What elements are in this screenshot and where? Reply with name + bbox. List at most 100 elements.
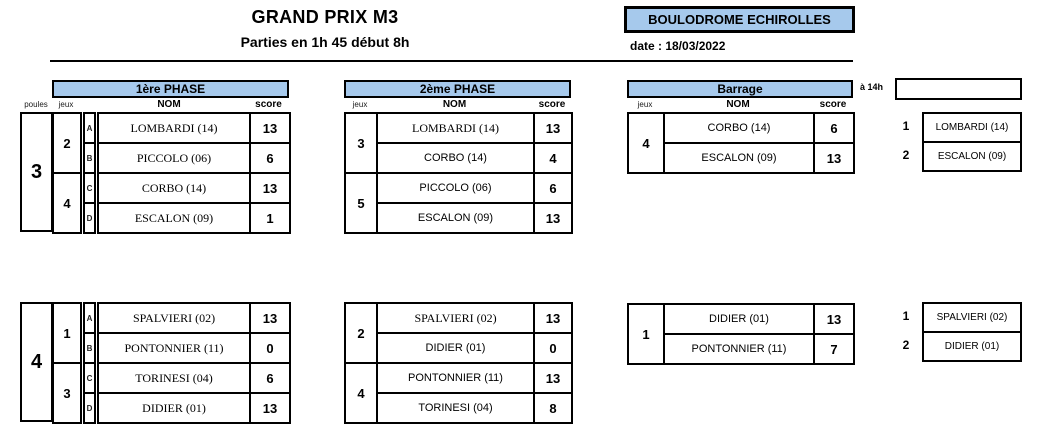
- player-name-cell[interactable]: DIDIER (01): [97, 392, 251, 424]
- score-cell[interactable]: 6: [533, 172, 573, 204]
- player-name-cell[interactable]: DIDIER (01): [663, 303, 815, 335]
- score-cell[interactable]: 6: [249, 142, 291, 174]
- col-label-jeux-barrage: jeux: [637, 100, 653, 109]
- player-letter: B: [83, 332, 96, 364]
- player-name-cell[interactable]: TORINESI (04): [97, 362, 251, 394]
- rank-number: 1: [902, 309, 910, 323]
- poule-number-cell[interactable]: 4: [20, 302, 53, 422]
- divider-line: [50, 60, 853, 62]
- spacer: [81, 303, 84, 423]
- player-letter: C: [83, 362, 96, 394]
- phase1-pool4-table: 1 A SPALVIERI (02) 13 B PONTONNIER (11) …: [52, 302, 291, 424]
- player-name-cell[interactable]: CORBO (14): [663, 112, 815, 144]
- player-name-cell[interactable]: PONTONNIER (11): [663, 333, 815, 365]
- ranking-top-table: LOMBARDI (14) ESCALON (09): [922, 112, 1022, 172]
- barrage-header: Barrage: [627, 80, 853, 98]
- ranking-bottom-table: SPALVIERI (02) DIDIER (01): [922, 302, 1022, 362]
- col-label-jeux-p1: jeux: [58, 100, 74, 109]
- spacer: [95, 113, 98, 233]
- player-name-cell[interactable]: SPALVIERI (02): [97, 302, 251, 334]
- score-cell[interactable]: 8: [533, 392, 573, 424]
- time-label: à 14h: [860, 82, 884, 92]
- col-label-poules: poules: [24, 100, 48, 109]
- score-cell[interactable]: 4: [533, 142, 573, 174]
- phase2-header: 2ème PHASE: [344, 80, 571, 98]
- player-name-cell[interactable]: ESCALON (09): [97, 202, 251, 234]
- score-cell[interactable]: 0: [249, 332, 291, 364]
- player-name-cell[interactable]: CORBO (14): [97, 172, 251, 204]
- game-number-cell[interactable]: 1: [52, 302, 82, 364]
- player-letter: A: [83, 302, 96, 334]
- col-label-score-barrage: score: [819, 99, 847, 110]
- player-name-cell[interactable]: ESCALON (09): [663, 142, 815, 174]
- player-name-cell[interactable]: DIDIER (01): [376, 332, 535, 364]
- spacer: [95, 303, 98, 423]
- player-letter: D: [83, 392, 96, 424]
- score-cell[interactable]: 13: [249, 112, 291, 144]
- score-cell[interactable]: 13: [533, 302, 573, 334]
- ranked-player-cell[interactable]: LOMBARDI (14): [922, 112, 1022, 143]
- player-name-cell[interactable]: PONTONNIER (11): [97, 332, 251, 364]
- score-cell[interactable]: 13: [533, 112, 573, 144]
- venue-box: BOULODROME ECHIROLLES: [624, 6, 855, 33]
- phase1-pool3-table: 2 A LOMBARDI (14) 13 B PICCOLO (06) 6 4 …: [52, 112, 291, 234]
- player-letter: B: [83, 142, 96, 174]
- score-cell[interactable]: 1: [249, 202, 291, 234]
- time-input-box[interactable]: [895, 78, 1022, 100]
- score-cell[interactable]: 6: [813, 112, 855, 144]
- score-cell[interactable]: 7: [813, 333, 855, 365]
- player-name-cell[interactable]: PONTONNIER (11): [376, 362, 535, 394]
- barrage-top-table: 4 CORBO (14) 6 ESCALON (09) 13: [627, 112, 855, 174]
- score-cell[interactable]: 13: [813, 303, 855, 335]
- player-name-cell[interactable]: SPALVIERI (02): [376, 302, 535, 334]
- col-label-nom-p2: NOM: [442, 99, 467, 110]
- player-name-cell[interactable]: PICCOLO (06): [97, 142, 251, 174]
- phase2-top-table: 3 LOMBARDI (14) 13 CORBO (14) 4 5 PICCOL…: [344, 112, 573, 234]
- score-cell[interactable]: 13: [249, 302, 291, 334]
- score-cell[interactable]: 0: [533, 332, 573, 364]
- game-number-cell[interactable]: 3: [344, 112, 378, 174]
- phase1-header: 1ère PHASE: [52, 80, 289, 98]
- page-title: GRAND PRIX M3: [251, 7, 399, 27]
- score-cell[interactable]: 13: [533, 362, 573, 394]
- player-name-cell[interactable]: LOMBARDI (14): [97, 112, 251, 144]
- col-label-nom-barrage: NOM: [726, 99, 750, 110]
- date-label: date : 18/03/2022: [630, 39, 726, 53]
- game-number-cell[interactable]: 2: [344, 302, 378, 364]
- game-number-cell[interactable]: 4: [627, 112, 665, 174]
- ranked-player-cell[interactable]: DIDIER (01): [922, 331, 1022, 362]
- poule-number-cell[interactable]: 3: [20, 112, 53, 232]
- player-name-cell[interactable]: PICCOLO (06): [376, 172, 535, 204]
- col-label-score-p1: score: [255, 99, 282, 110]
- score-cell[interactable]: 13: [813, 142, 855, 174]
- game-number-cell[interactable]: 5: [344, 172, 378, 234]
- page-subtitle: Parties en 1h 45 début 8h: [240, 34, 410, 50]
- game-number-cell[interactable]: 4: [52, 172, 82, 234]
- player-name-cell[interactable]: CORBO (14): [376, 142, 535, 174]
- col-label-nom-p1: NOM: [157, 99, 181, 110]
- barrage-bottom-table: 1 DIDIER (01) 13 PONTONNIER (11) 7: [627, 303, 855, 365]
- score-cell[interactable]: 13: [533, 202, 573, 234]
- rank-number: 1: [902, 119, 910, 133]
- game-number-cell[interactable]: 3: [52, 362, 82, 424]
- player-letter: A: [83, 112, 96, 144]
- col-label-jeux-p2: jeux: [352, 100, 368, 109]
- spacer: [81, 113, 84, 233]
- phase2-bottom-table: 2 SPALVIERI (02) 13 DIDIER (01) 0 4 PONT…: [344, 302, 573, 424]
- rank-number: 2: [902, 338, 910, 352]
- player-letter: C: [83, 172, 96, 204]
- game-number-cell[interactable]: 4: [344, 362, 378, 424]
- col-label-score-p2: score: [538, 99, 566, 110]
- player-name-cell[interactable]: TORINESI (04): [376, 392, 535, 424]
- ranked-player-cell[interactable]: ESCALON (09): [922, 141, 1022, 172]
- game-number-cell[interactable]: 2: [52, 112, 82, 174]
- score-cell[interactable]: 13: [249, 172, 291, 204]
- game-number-cell[interactable]: 1: [627, 303, 665, 365]
- rank-number: 2: [902, 148, 910, 162]
- ranked-player-cell[interactable]: SPALVIERI (02): [922, 302, 1022, 333]
- score-cell[interactable]: 6: [249, 362, 291, 394]
- score-cell[interactable]: 13: [249, 392, 291, 424]
- player-name-cell[interactable]: ESCALON (09): [376, 202, 535, 234]
- player-name-cell[interactable]: LOMBARDI (14): [376, 112, 535, 144]
